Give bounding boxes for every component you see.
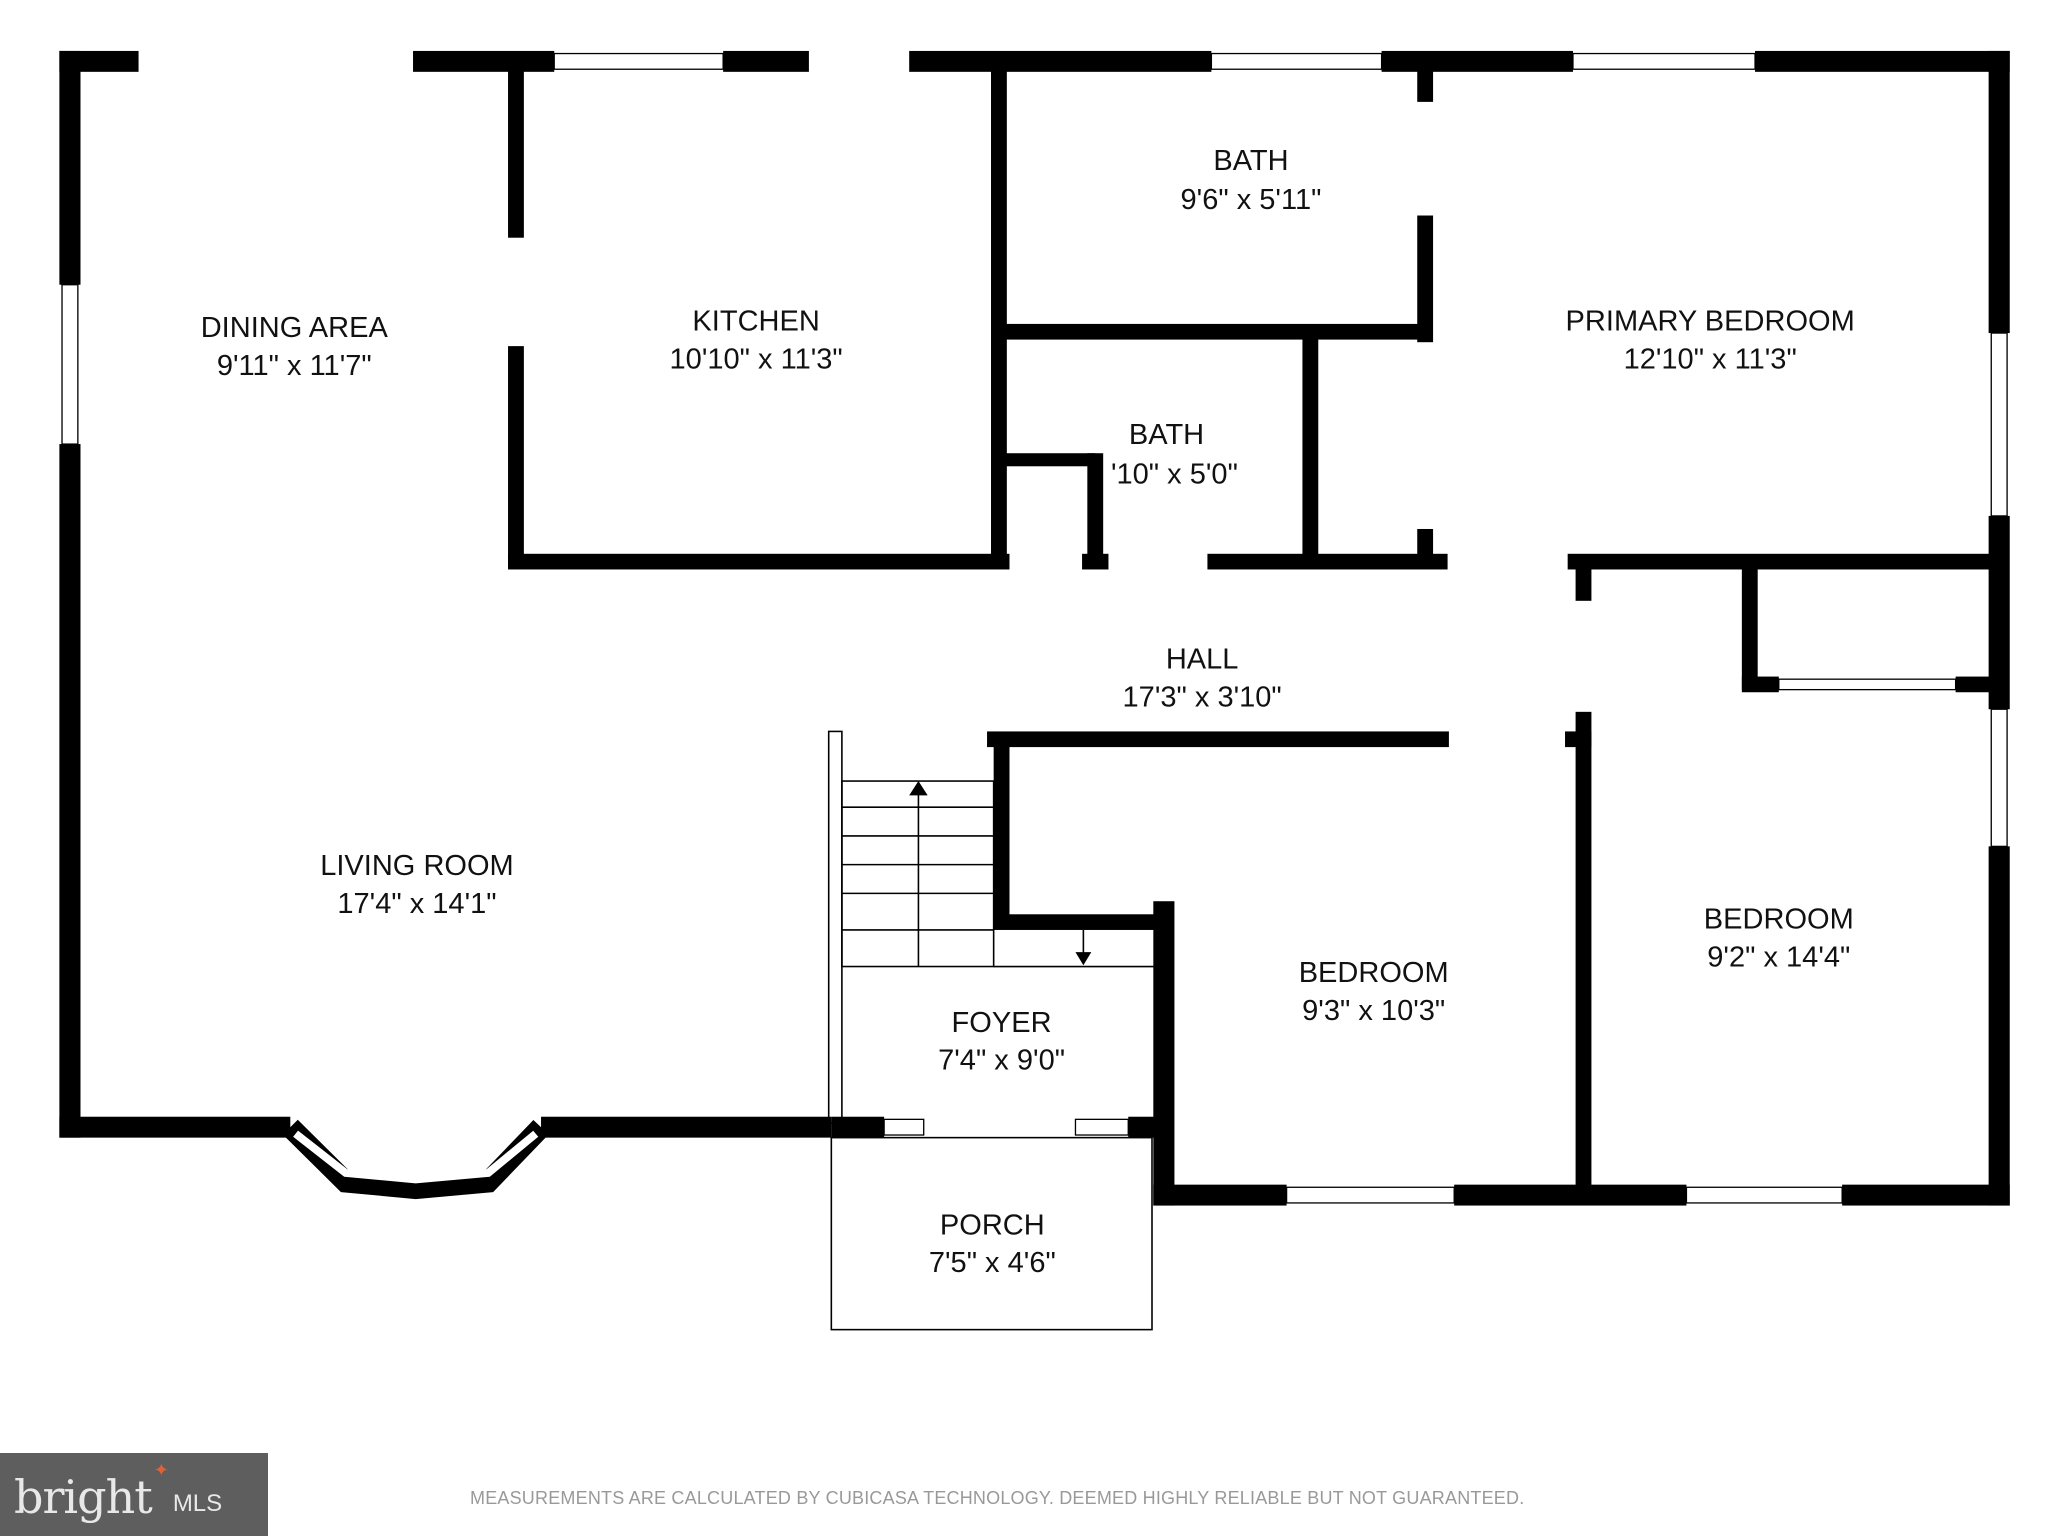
room-name: PORCH <box>940 1209 1045 1241</box>
room-name: DINING AREA <box>201 312 389 344</box>
room-size: 9'6" x 5'11" <box>1181 184 1322 216</box>
room-name: BATH <box>1129 419 1204 451</box>
room-name: BEDROOM <box>1299 957 1449 989</box>
room-name: LIVING ROOM <box>320 850 514 882</box>
room-size: 12'10" x 11'3" <box>1624 343 1797 375</box>
room-name: FOYER <box>952 1007 1052 1039</box>
room-size: 17'4" x 14'1" <box>337 888 496 920</box>
disclaimer: MEASUREMENTS ARE CALCULATED BY CUBICASA … <box>470 1488 1525 1508</box>
room-size: 9'11" x 11'7" <box>217 350 372 382</box>
room-size: 7'4" x 9'0" <box>938 1045 1065 1077</box>
room-name: BATH <box>1213 145 1288 177</box>
logo-suffix: MLS <box>172 1490 223 1517</box>
stair-arrow-icon <box>909 781 928 796</box>
stairs <box>827 730 1164 1125</box>
porch-outline <box>830 1136 1153 1331</box>
room-labels: DINING AREA 9'11" x 11'7" KITCHEN 10'10"… <box>201 145 1855 1279</box>
room-name: BEDROOM <box>1704 904 1854 936</box>
room-size: '10" x 5'0" <box>1111 458 1238 490</box>
star-icon: ✦ <box>153 1460 169 1480</box>
walls <box>59 50 2010 1206</box>
room-size: 9'3" x 10'3" <box>1302 995 1445 1027</box>
room-size: 10'10" x 11'3" <box>670 343 843 375</box>
logo-text: bright <box>14 1470 153 1524</box>
room-size: 9'2" x 14'4" <box>1707 942 1850 974</box>
bright-mls-logo: bright ✦ MLS <box>0 1453 268 1536</box>
room-name: HALL <box>1166 644 1239 676</box>
room-size: 17'3" x 3'10" <box>1123 682 1282 714</box>
windows <box>61 52 2008 1204</box>
room-name: KITCHEN <box>692 306 819 338</box>
room-name: PRIMARY BEDROOM <box>1566 306 1855 338</box>
room-size: 7'5" x 4'6" <box>929 1247 1056 1279</box>
